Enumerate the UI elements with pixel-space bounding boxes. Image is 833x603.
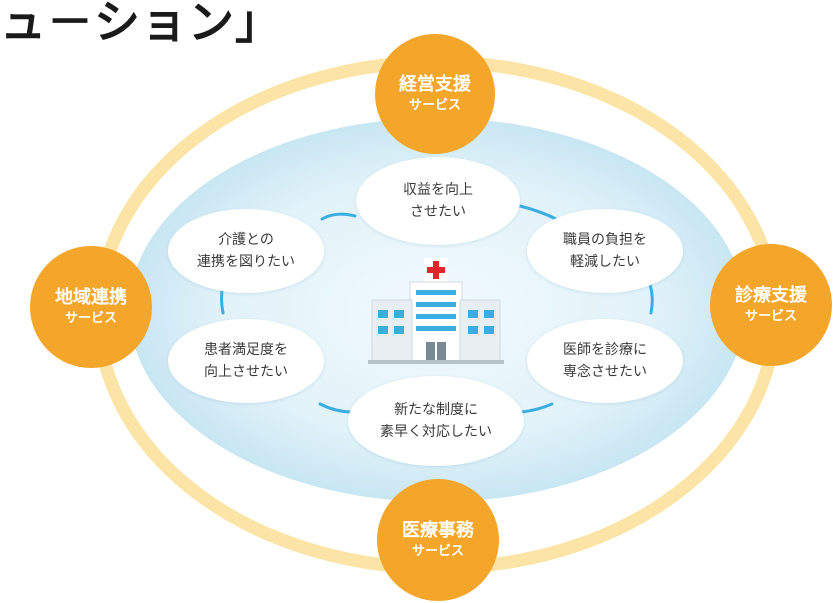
- need-text-line1: 新たな制度に: [394, 402, 478, 418]
- service-subtitle: サービス: [64, 311, 117, 326]
- need-bubble-patient-satisfaction: 患者満足度を 向上させたい: [168, 319, 324, 403]
- service-circle-management-support: 経営支援 サービス: [375, 34, 495, 154]
- need-text-line1: 患者満足度を: [204, 342, 288, 358]
- need-text-line1: 収益を向上: [403, 182, 473, 198]
- service-subtitle: サービス: [411, 544, 464, 559]
- service-subtitle: サービス: [408, 98, 461, 113]
- need-text-line2: 軽減したい: [570, 254, 640, 270]
- need-bubble-reduce-staff-burden: 職員の負担を 軽減したい: [527, 209, 683, 293]
- need-text-line2: させたい: [410, 204, 466, 220]
- service-title: 経営支援: [399, 74, 471, 95]
- need-bubble-increase-revenue: 収益を向上 させたい: [356, 157, 520, 245]
- need-text-line2: 向上させたい: [204, 364, 288, 380]
- page-heading: ュ－ション」: [0, 0, 282, 49]
- need-text-line1: 職員の負担を: [563, 232, 647, 248]
- service-circle-clinical-support: 診療支援 サービス: [710, 244, 832, 366]
- hospital-icon: [368, 258, 504, 364]
- service-title: 地域連携: [55, 287, 127, 308]
- need-text-line2: 専念させたい: [563, 364, 647, 380]
- connector-arcs: [220, 204, 654, 414]
- need-text-line1: 介護との: [218, 232, 274, 248]
- service-subtitle: サービス: [744, 309, 797, 324]
- need-text-line2: 連携を図りたい: [197, 254, 295, 270]
- need-text-line1: 医師を診療に: [563, 342, 647, 358]
- need-bubble-doctor-focus: 医師を診療に 専念させたい: [527, 319, 683, 403]
- need-bubble-new-system-response: 新たな制度に 素早く対応したい: [348, 376, 524, 466]
- need-bubble-care-cooperation: 介護との 連携を図りたい: [168, 209, 324, 293]
- service-title: 診療支援: [735, 285, 807, 306]
- service-circle-regional-cooperation: 地域連携 サービス: [30, 246, 152, 368]
- need-text-line2: 素早く対応したい: [380, 424, 492, 440]
- service-circle-medical-office: 医療事務 サービス: [377, 479, 499, 601]
- service-title: 医療事務: [402, 520, 474, 541]
